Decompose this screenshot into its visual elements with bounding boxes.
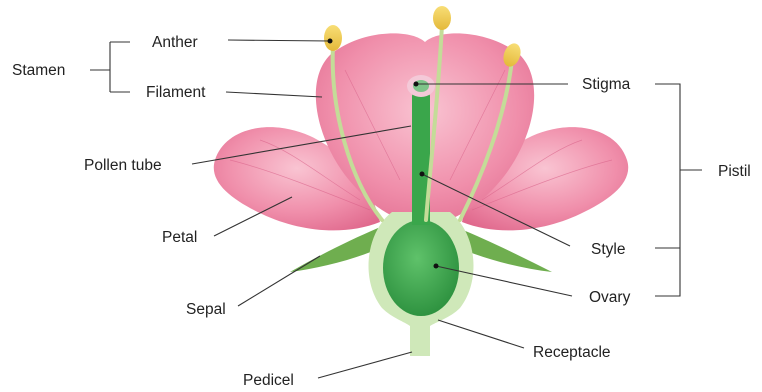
stamen-bracket <box>90 42 130 92</box>
label-sepal: Sepal <box>186 301 226 318</box>
receptacle-leader <box>438 320 524 348</box>
filament-leader <box>226 92 322 97</box>
label-filament: Filament <box>146 84 206 101</box>
anther-leader <box>228 40 330 41</box>
label-stamen: Stamen <box>12 62 65 79</box>
label-petal: Petal <box>162 229 197 246</box>
stigma-dot <box>414 82 419 87</box>
label-ovary: Ovary <box>589 289 631 306</box>
style-dot <box>420 172 425 177</box>
ovary-dot <box>434 264 439 269</box>
label-stigma: Stigma <box>582 76 631 93</box>
anther-dot <box>328 39 333 44</box>
anther-left <box>324 25 342 51</box>
label-pedicel: Pedicel <box>243 372 294 389</box>
label-pollen-tube: Pollen tube <box>84 157 162 174</box>
sepal-leader <box>238 256 320 306</box>
label-anther: Anther <box>152 34 198 51</box>
anther-center <box>433 6 451 30</box>
label-pistil: Pistil <box>718 163 751 180</box>
label-receptacle: Receptacle <box>533 344 611 361</box>
label-style: Style <box>591 241 625 258</box>
pistil-bracket <box>655 84 702 296</box>
pedicel-leader <box>318 352 412 378</box>
